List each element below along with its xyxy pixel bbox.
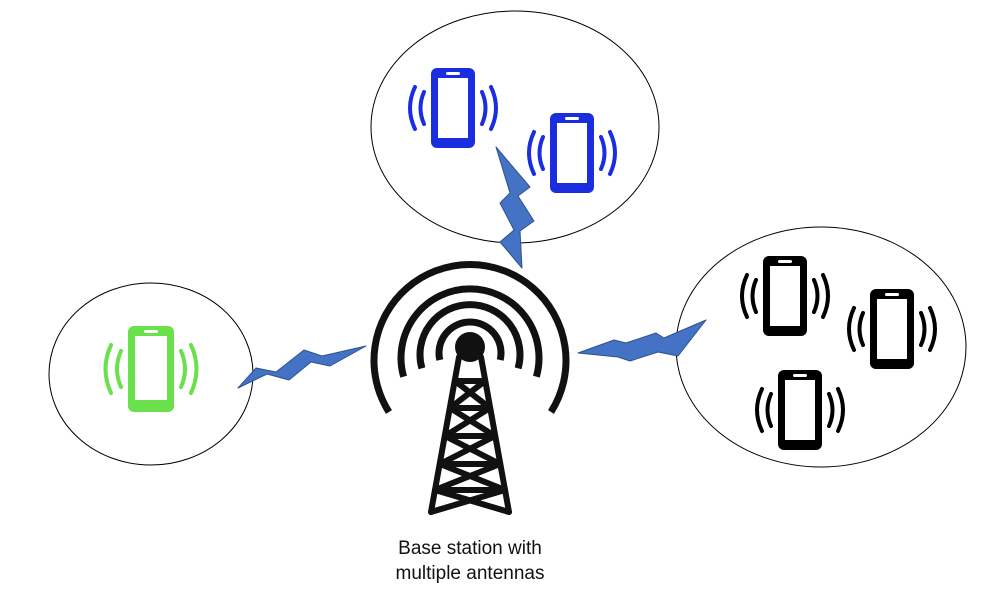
smartphone-icon-blue-1: [408, 68, 498, 148]
radiation-rings: [370, 261, 570, 414]
tower-lattice: [428, 354, 512, 515]
smartphone-icon-blue-2: [527, 113, 617, 193]
lightning-bolt-icon-left: [237, 345, 367, 389]
lightning-bolt-icon-top: [495, 146, 535, 269]
smartphone-icon-black-1: [740, 256, 830, 336]
radio-tower-icon: [370, 261, 570, 515]
smartphone-icon-black-2: [847, 289, 937, 369]
antenna-hub: [455, 332, 485, 362]
smartphone-icon-green: [103, 326, 199, 412]
smartphone-icon-black-3: [755, 370, 845, 450]
caption-line-2: multiple antennas: [395, 563, 545, 584]
phones: [103, 68, 937, 450]
caption-line-1: Base station with: [398, 538, 542, 559]
lightning-bolt-icon-right: [577, 319, 707, 362]
base-station-caption: Base station with multiple antennas: [360, 536, 580, 586]
